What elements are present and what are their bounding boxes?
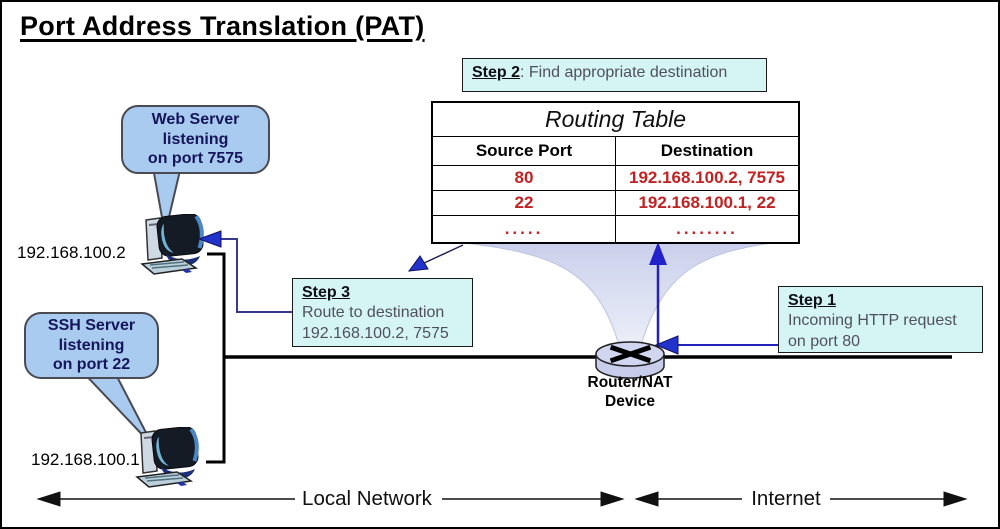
step2-label: Step 2 xyxy=(472,64,521,81)
route-to-host-arrow xyxy=(197,230,293,313)
router-label: Router/NAT Device xyxy=(587,374,673,411)
step2-callout: Step 2: Find appropriate destination xyxy=(462,58,767,92)
step3-callout: Step 3 Route to destination 192.168.100.… xyxy=(292,278,473,347)
table-row: 22 192.168.100.1, 22 xyxy=(431,190,800,216)
router-to-table-arrow xyxy=(649,242,667,348)
speech-bubble-tails xyxy=(75,161,184,447)
web-server-ip-label: 192.168.100.2 xyxy=(17,243,126,262)
table-to-step3-arrow xyxy=(407,244,464,272)
local-network-label: Local Network xyxy=(302,487,432,510)
ssh-server-computer-icon xyxy=(135,427,201,489)
page-title: Port Address Translation (PAT) xyxy=(20,11,425,41)
source-port-cell: 80 xyxy=(431,165,616,191)
destination-cell: 192.168.100.2, 7575 xyxy=(615,165,800,191)
local-network-arrow xyxy=(36,491,625,507)
step3-label: Step 3 xyxy=(302,284,351,301)
step3-text: Route to destination 192.168.100.2, 7575 xyxy=(302,304,449,342)
lan-wiring-lines xyxy=(206,252,952,464)
ssh-server-bubble: SSH Server listening on port 22 xyxy=(24,312,159,379)
web-server-bubble: Web Server listening on port 7575 xyxy=(121,105,270,174)
step1-callout: Step 1 Incoming HTTP request on port 80 xyxy=(778,286,983,353)
destination-cell: 192.168.100.1, 22 xyxy=(615,190,800,216)
column-header-source-port: Source Port xyxy=(431,136,616,166)
incoming-request-arrow xyxy=(654,335,778,355)
step1-text: Incoming HTTP request on port 80 xyxy=(788,312,957,350)
lookup-funnel-shape xyxy=(454,241,779,343)
web-server-computer-icon xyxy=(140,214,206,276)
table-row: ..... ........ xyxy=(431,215,800,244)
internet-label: Internet xyxy=(751,487,821,510)
table-row: 80 192.168.100.2, 7575 xyxy=(431,165,800,191)
destination-cell: ........ xyxy=(615,215,800,244)
source-port-cell: ..... xyxy=(431,215,616,244)
internet-arrow xyxy=(634,491,968,507)
step1-label: Step 1 xyxy=(788,292,837,309)
router-icon xyxy=(595,341,665,379)
routing-table-title: Routing Table xyxy=(431,101,800,137)
column-header-destination: Destination xyxy=(615,136,800,166)
source-port-cell: 22 xyxy=(431,190,616,216)
routing-table: Routing Table Source Port Destination 80… xyxy=(431,101,800,244)
ssh-server-ip-label: 192.168.100.1 xyxy=(31,450,140,469)
step2-text: : Find appropriate destination xyxy=(520,64,728,81)
